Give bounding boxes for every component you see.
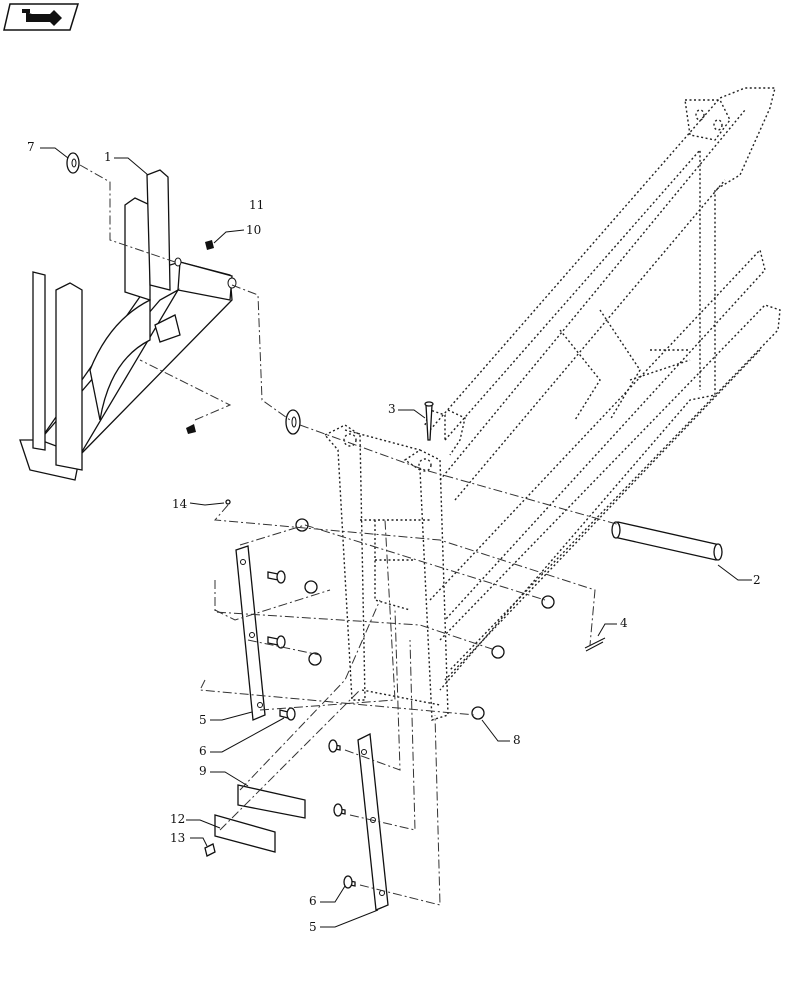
assembly-centerlines (79, 164, 621, 906)
next-page-button[interactable] (3, 3, 80, 31)
grease-fitting (186, 424, 196, 434)
part-5-strap-right (357, 732, 389, 911)
callout-14: 14 (172, 497, 188, 511)
callout-6b: 6 (309, 894, 317, 908)
callout-11: 11 (249, 198, 264, 212)
callout-7: 7 (27, 140, 35, 154)
part-2-pivot-pin (611, 521, 723, 561)
part-5-strap-left (235, 545, 266, 721)
callout-leaders (40, 147, 752, 928)
callout-10: 10 (246, 223, 261, 237)
part-10-nut (205, 240, 214, 250)
next-page-arrow-icon (22, 9, 62, 26)
callout-5b: 5 (309, 920, 317, 934)
callout-1: 1 (104, 150, 112, 164)
callout-9: 9 (199, 764, 207, 778)
boom-frame-assembly (323, 87, 781, 721)
callout-3: 3 (388, 402, 396, 416)
part-1-bracket (19, 169, 237, 481)
part-7-washer (66, 152, 80, 174)
callout-8: 8 (513, 733, 521, 747)
part-12-plate (214, 814, 276, 853)
callout-13: 13 (170, 831, 185, 845)
part-3-pin (424, 401, 434, 441)
part-14-screw (225, 499, 231, 505)
washer-middle (285, 409, 301, 435)
bolts (204, 570, 356, 889)
callout-5a: 5 (199, 713, 207, 727)
callout-6a: 6 (199, 744, 207, 758)
callout-labels: 7 1 11 10 3 14 2 4 5 8 6 9 12 13 6 5 (27, 140, 761, 934)
callout-4: 4 (620, 616, 628, 630)
callout-2: 2 (753, 573, 761, 587)
part-4-cotter-pin (584, 637, 606, 652)
nuts (295, 518, 555, 720)
part-9-plate (237, 784, 306, 819)
callout-12: 12 (170, 812, 185, 826)
